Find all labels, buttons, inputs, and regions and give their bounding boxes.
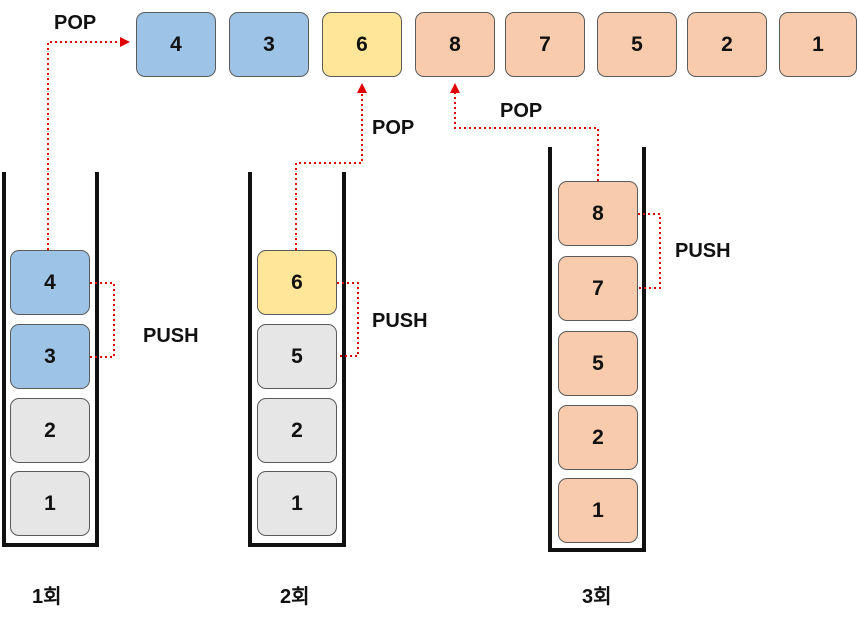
output-item: 5 <box>597 12 677 77</box>
stack-item: 3 <box>10 324 90 389</box>
output-item: 4 <box>136 12 216 77</box>
stack-item: 8 <box>558 181 638 246</box>
stack-item: 4 <box>10 250 90 315</box>
pop-label: POP <box>372 117 415 139</box>
stack-item: 1 <box>10 471 90 536</box>
output-item: 6 <box>322 12 402 77</box>
stack-item: 2 <box>10 398 90 463</box>
pop-arrow-1 <box>47 37 130 250</box>
stack-1-right-wall <box>95 172 99 547</box>
stack-3-left-wall <box>548 147 552 552</box>
push-bracket-2 <box>337 282 359 357</box>
stack-item: 7 <box>558 256 638 321</box>
pop-label: POP <box>54 12 97 34</box>
round-label: 1회 <box>32 586 62 608</box>
stack-2-bottom <box>248 543 346 547</box>
output-item: 2 <box>687 12 767 77</box>
output-item: 7 <box>505 12 585 77</box>
stack-item: 5 <box>558 331 638 396</box>
push-bracket-1 <box>90 282 115 358</box>
output-item: 8 <box>415 12 495 77</box>
stack-2-right-wall <box>342 172 346 547</box>
output-item: 3 <box>229 12 309 77</box>
stack-2-left-wall <box>248 172 252 547</box>
round-label: 2회 <box>280 586 310 608</box>
stack-1-left-wall <box>2 172 6 547</box>
push-label: PUSH <box>372 310 428 332</box>
stack-1-bottom <box>2 543 99 547</box>
stack-3-bottom <box>548 548 646 552</box>
stack-3-right-wall <box>642 147 646 552</box>
pop-arrow-2 <box>295 83 367 250</box>
stack-item: 6 <box>257 250 337 315</box>
output-item: 1 <box>779 12 857 77</box>
stack-item: 2 <box>558 405 638 470</box>
stack-item: 2 <box>257 398 337 463</box>
stack-item: 5 <box>257 324 337 389</box>
stack-item: 1 <box>558 478 638 543</box>
pop-label: POP <box>500 100 543 122</box>
push-label: PUSH <box>675 240 731 262</box>
stack-item: 1 <box>257 471 337 536</box>
round-label: 3회 <box>582 586 612 608</box>
push-label: PUSH <box>143 325 199 347</box>
